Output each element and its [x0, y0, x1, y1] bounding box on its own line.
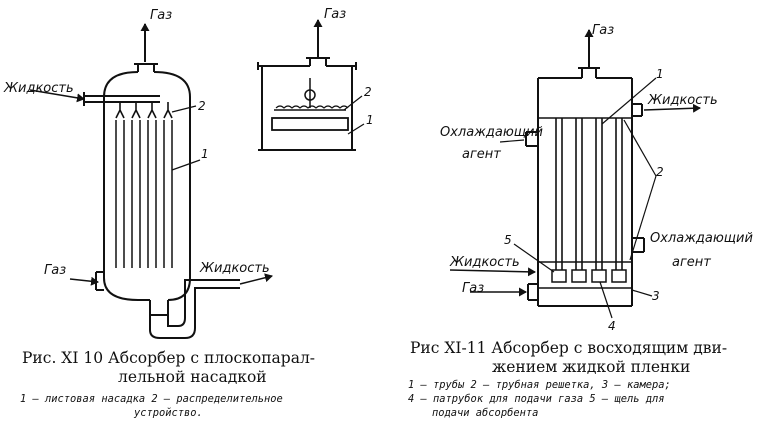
liquid-inlet-pipe	[83, 92, 160, 106]
gas-inlet-arrow	[69, 276, 99, 286]
liquid-outlet-arrow-right	[643, 103, 701, 113]
liquid-outlet-arrow	[239, 273, 273, 285]
inset-packing-block	[271, 117, 349, 131]
tubes	[555, 118, 623, 270]
absorber-rising-film-drawing	[449, 29, 701, 319]
leader-r2b	[629, 175, 657, 261]
liquid-outlet-pipe	[149, 279, 240, 339]
legend-left-line1: 1 — листовая насадка 2 — распределительн…	[20, 393, 283, 405]
inset-shell	[258, 65, 356, 151]
gas-inlet-nozzle-right	[527, 283, 538, 301]
label-coolant-in-1: Охлаждающий	[440, 125, 543, 140]
label-num-3-right: 3	[652, 289, 660, 303]
leader-2	[171, 105, 197, 113]
caption-left-line2: лельной насадкой	[118, 368, 267, 386]
label-num-1-left: 1	[201, 147, 209, 161]
leader-r1	[601, 77, 657, 125]
coolant-inlet-nozzle	[525, 131, 538, 147]
liquid-outlet-nozzle	[632, 103, 643, 117]
coolant-outlet-nozzle	[632, 237, 645, 253]
label-coolant-out-2: агент	[672, 255, 711, 270]
distributor-device	[115, 102, 173, 119]
caption-left-line1: Рис. XI 10 Абсорбер с плоскопарал-	[22, 349, 316, 367]
label-num-1-right: 1	[656, 67, 664, 81]
gas-inlet-flange	[95, 271, 104, 291]
label-gas-in-left: Газ	[44, 263, 66, 278]
label-gas-out-right: Газ	[592, 23, 614, 38]
liquid-inlet-arrow-right	[449, 267, 536, 277]
inset-leader-1	[347, 123, 365, 135]
gas-outlet-flange	[134, 63, 158, 72]
chamber-nodes	[551, 269, 627, 283]
caption-right-line1: Рис XI-11 Абсорбер с восходящим дви-	[410, 339, 728, 357]
label-num-2-left: 2	[198, 99, 206, 113]
label-num-2-inset: 2	[364, 85, 372, 99]
label-coolant-out-1: Охлаждающий	[650, 231, 753, 246]
column-top-dome	[103, 71, 191, 98]
label-liquid-out-right: Жидкость	[647, 93, 718, 108]
label-gas-out-left: Газ	[150, 8, 172, 23]
label-coolant-in-2: агент	[462, 147, 501, 162]
inset-outlet-flange	[306, 57, 330, 66]
inset-leader-2	[343, 95, 363, 111]
label-num-5-right: 5	[504, 233, 512, 247]
label-num-1-inset: 1	[366, 113, 374, 127]
caption-right-line2: жением жидкой пленки	[492, 358, 691, 376]
label-liquid-in-right: Жидкость	[449, 255, 520, 270]
inset-liquid-surface	[275, 105, 349, 109]
legend-right-line3: подачи абсорбента	[432, 407, 539, 419]
label-liquid-in-left: Жидкость	[3, 81, 74, 96]
shell-right	[537, 77, 633, 307]
distributor-inset-drawing	[257, 19, 365, 151]
label-liquid-out-left: Жидкость	[199, 261, 270, 276]
label-gas-in-right: Газ	[462, 281, 484, 296]
leader-r3	[631, 289, 653, 297]
legend-left-line2: устройство.	[134, 407, 203, 419]
liquid-inlet-arrow	[29, 89, 85, 103]
column-bottom	[103, 277, 191, 301]
leader-1	[171, 159, 201, 171]
label-gas-out-inset: Газ	[324, 7, 346, 22]
inset-flange-ears	[257, 62, 357, 70]
label-num-4-right: 4	[608, 319, 616, 333]
sheet-packing-plates	[115, 120, 173, 268]
leader-r5	[513, 243, 555, 273]
absorber-plate-packing-drawing	[29, 23, 273, 339]
coolant-in-arrow	[499, 139, 525, 143]
gas-outlet-flange-right	[578, 67, 600, 78]
legend-right-line1: 1 — трубы 2 — трубная решетка, 3 — камер…	[408, 379, 671, 391]
label-num-2-right: 2	[656, 165, 664, 179]
leader-r4	[599, 281, 613, 319]
leader-r2a	[623, 119, 657, 177]
legend-right-line2: 4 — патрубок для подачи газа 5 — щель дл…	[408, 393, 665, 405]
